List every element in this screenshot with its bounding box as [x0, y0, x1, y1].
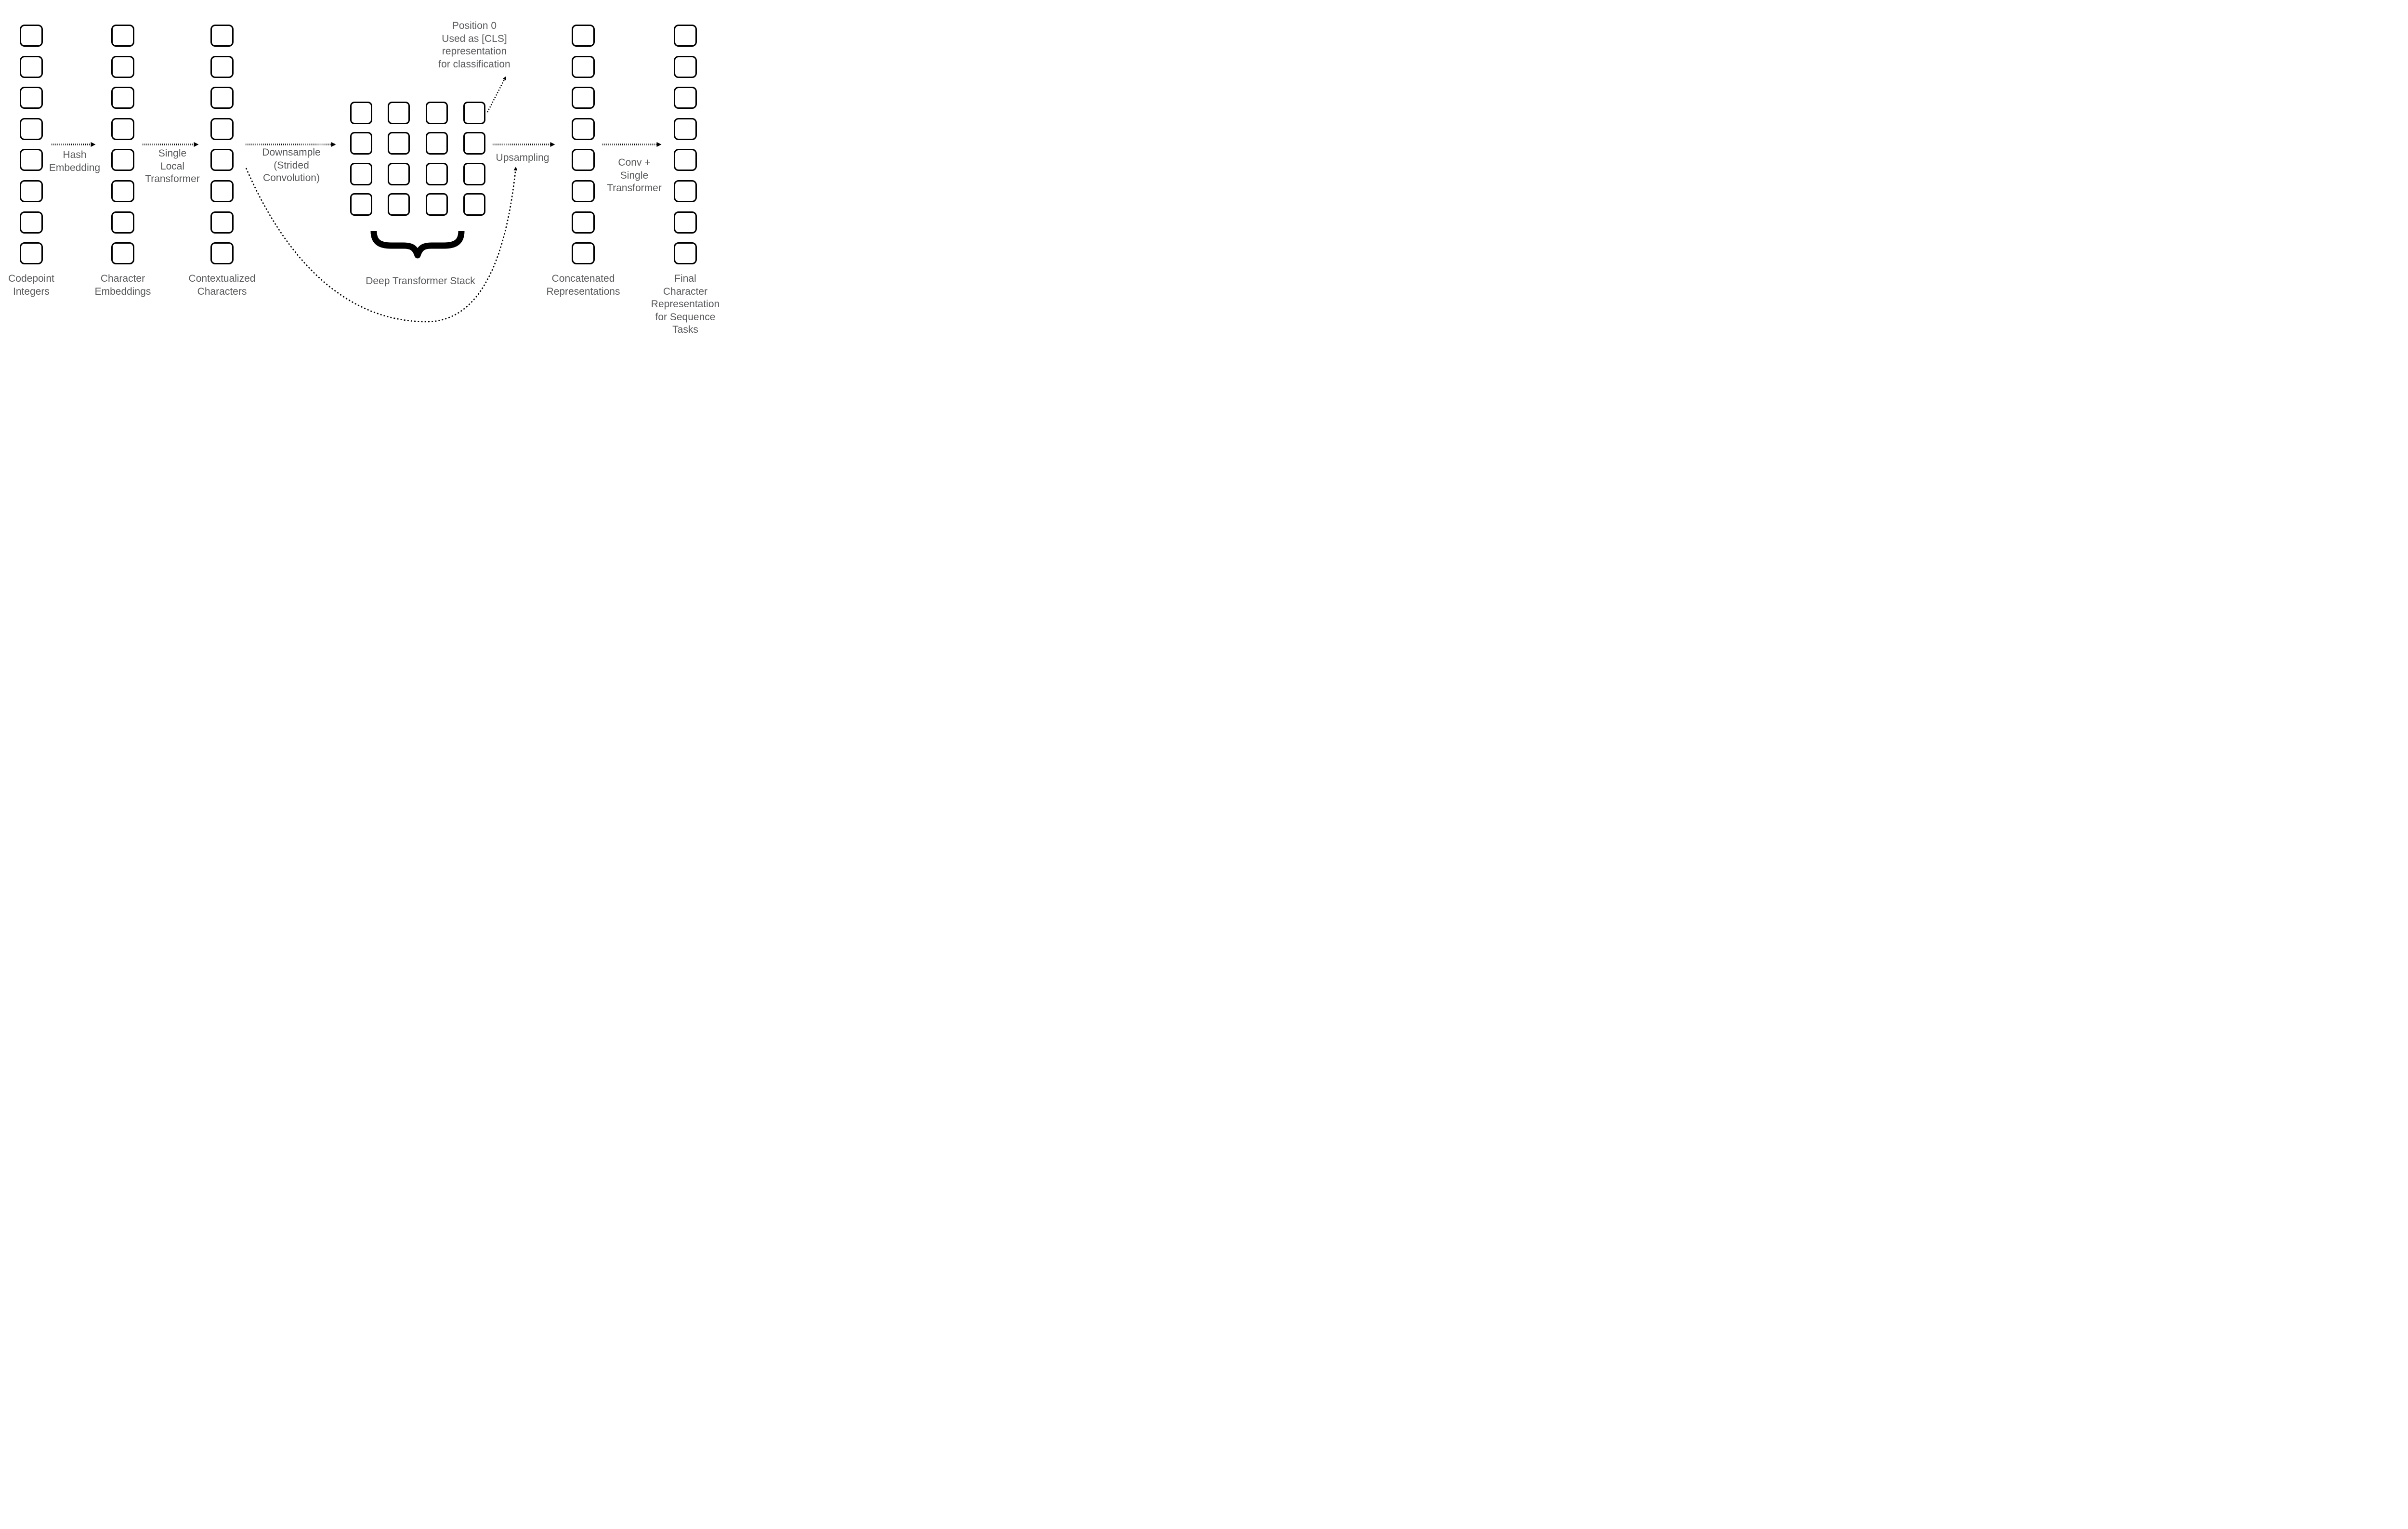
- concatenated-representation-cell: [572, 25, 595, 47]
- character-embedding-cell: [111, 242, 134, 265]
- upsampling-label: Upsampling: [496, 152, 550, 163]
- final-representation-cell: [674, 180, 697, 202]
- concatenated-representation-cell: [572, 87, 595, 109]
- character-embedding-cell: [111, 180, 134, 202]
- final-representation-cell: [674, 211, 697, 234]
- hash-embedding-label: Hash Embedding: [49, 149, 101, 173]
- contextualized-character-cell: [210, 149, 234, 171]
- concatenated-representations-label: Concatenated Representations: [546, 273, 620, 297]
- column-final-representations: [674, 25, 697, 265]
- downsampled-position-cell: [463, 193, 485, 216]
- codepoint-token-cell: [20, 149, 43, 171]
- final-representation-cell: [674, 55, 697, 78]
- codepoint-token-cell: [20, 211, 43, 234]
- downsampled-position-cell: [463, 132, 485, 155]
- downsampled-position-cell: [388, 162, 410, 185]
- codepoint-integers-label: Codepoint Integers: [8, 273, 54, 297]
- downsampled-position-cell: [388, 102, 410, 124]
- character-embeddings-label: Character Embeddings: [94, 273, 151, 297]
- single-local-transformer-label: Single Local Transformer: [145, 148, 200, 184]
- column-codepoint-integers: [20, 25, 43, 265]
- character-embedding-cell: [111, 25, 134, 47]
- downsampled-position-cell: [425, 193, 448, 216]
- downsampled-position-cell: [350, 193, 372, 216]
- downsampled-position-cell: [425, 102, 448, 124]
- contextualized-character-cell: [210, 25, 234, 47]
- concatenated-representation-cell: [572, 118, 595, 140]
- character-embedding-cell: [111, 118, 134, 140]
- codepoint-token-cell: [20, 55, 43, 78]
- character-embedding-cell: [111, 149, 134, 171]
- codepoint-token-cell: [20, 180, 43, 202]
- cls-position-note: Position 0 Used as [CLS] representation …: [438, 20, 510, 70]
- character-embedding-cell: [111, 87, 134, 109]
- downsample-label: Downsample (Strided Convolution): [262, 147, 321, 183]
- contextualized-character-cell: [210, 211, 234, 234]
- downsampled-position-cell: [388, 132, 410, 155]
- concatenated-representation-cell: [572, 55, 595, 78]
- downsampled-position-cell: [425, 132, 448, 155]
- codepoint-token-cell: [20, 242, 43, 265]
- final-representation-cell: [674, 25, 697, 47]
- downsampled-position-cell: [463, 162, 485, 185]
- contextualized-character-cell: [210, 55, 234, 78]
- codepoint-token-cell: [20, 118, 43, 140]
- downsampled-position-cell: [388, 193, 410, 216]
- column-character-embeddings: [111, 25, 134, 265]
- concatenated-representation-cell: [572, 149, 595, 171]
- character-embedding-cell: [111, 211, 134, 234]
- deep-stack-brace: [370, 231, 465, 259]
- contextualized-character-cell: [210, 180, 234, 202]
- contextualized-character-cell: [210, 242, 234, 265]
- downsampled-position-cell: [350, 162, 372, 185]
- downsampled-position-cell: [463, 102, 485, 124]
- final-representation-cell: [674, 118, 697, 140]
- deep-transformer-grid: [350, 102, 485, 216]
- final-representation-cell: [674, 242, 697, 265]
- deep-transformer-stack-label: Deep Transformer Stack: [366, 275, 475, 287]
- codepoint-token-cell: [20, 25, 43, 47]
- architecture-diagram: Codepoint Integers Character Embeddings …: [0, 0, 740, 341]
- downsampled-position-cell: [425, 162, 448, 185]
- contextualized-character-cell: [210, 118, 234, 140]
- contextualized-characters-label: Contextualized Characters: [188, 273, 256, 297]
- codepoint-token-cell: [20, 87, 43, 109]
- cls-extraction-arrow: [486, 76, 507, 113]
- final-representation-label: Final Character Representation for Seque…: [651, 273, 720, 335]
- column-concatenated-representations: [572, 25, 595, 265]
- character-embedding-cell: [111, 55, 134, 78]
- final-representation-cell: [674, 149, 697, 171]
- column-contextualized-characters: [210, 25, 234, 265]
- downsampled-position-cell: [350, 102, 372, 124]
- final-representation-cell: [674, 87, 697, 109]
- conv-single-transformer-label: Conv + Single Transformer: [607, 157, 662, 194]
- concatenated-representation-cell: [572, 211, 595, 234]
- contextualized-character-cell: [210, 87, 234, 109]
- concatenated-representation-cell: [572, 180, 595, 202]
- concatenated-representation-cell: [572, 242, 595, 265]
- downsampled-position-cell: [350, 132, 372, 155]
